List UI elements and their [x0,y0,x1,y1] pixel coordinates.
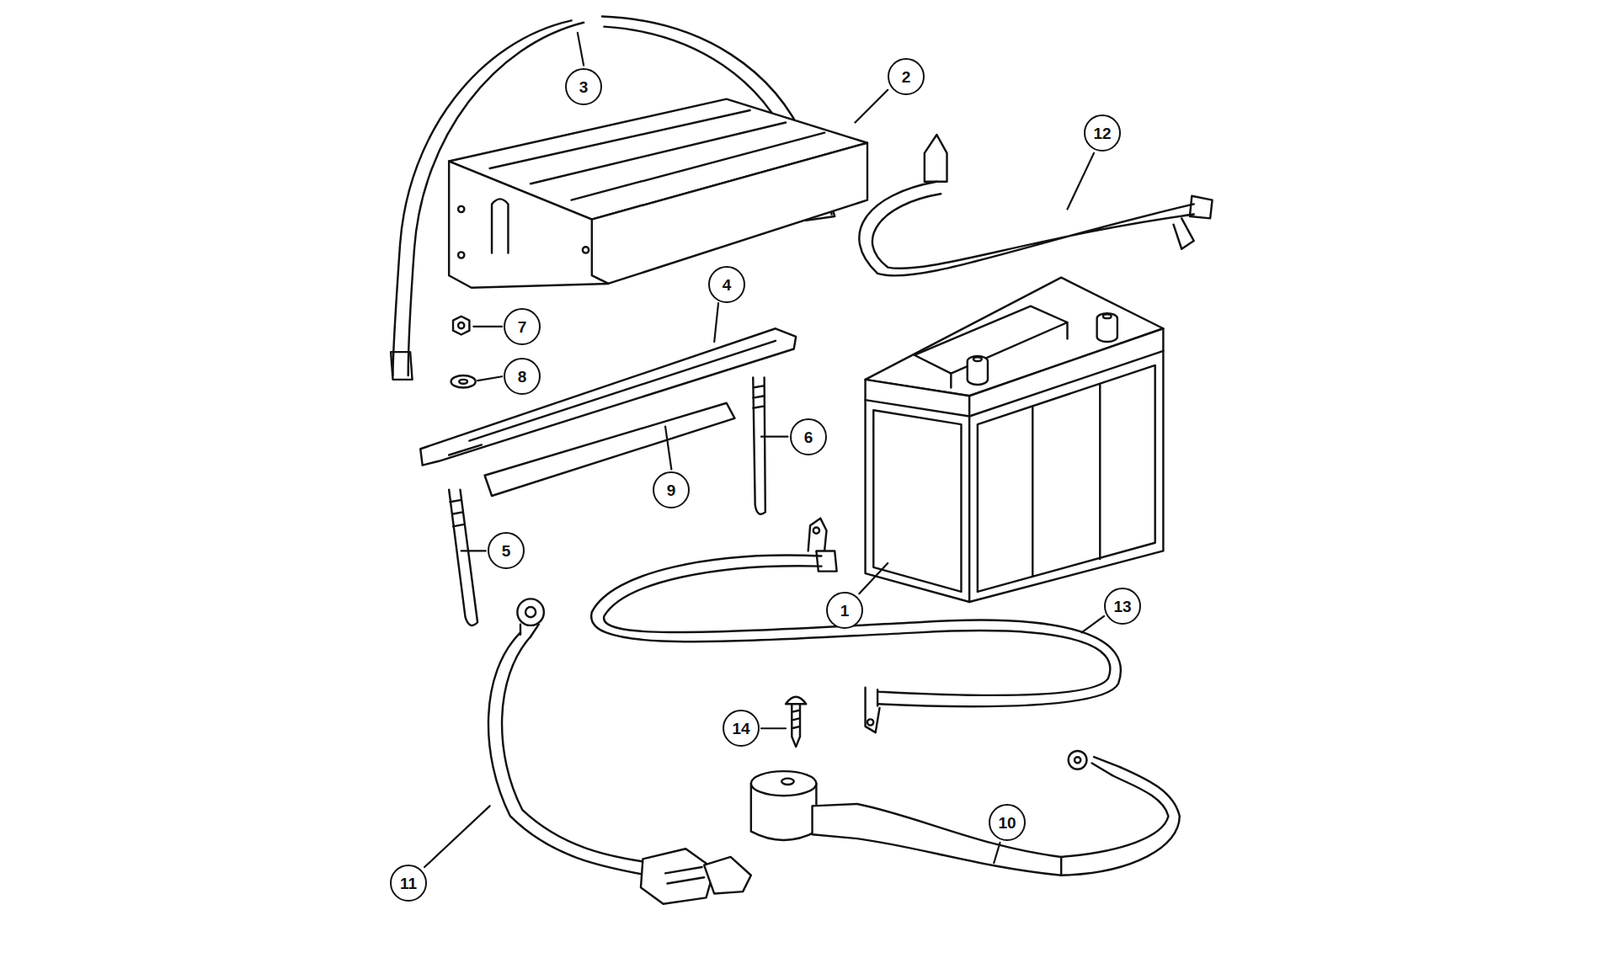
callout-number: 2 [887,58,925,96]
tray-hole [458,251,464,258]
callout-number: 6 [789,418,827,456]
callout-number: 8 [503,357,541,395]
cable [591,555,1121,708]
screw [785,697,806,747]
leader-line [1081,616,1104,633]
callout-number: 7 [503,308,541,346]
leader-line [854,90,888,123]
rod [448,490,478,626]
callout-number: 4 [708,266,746,304]
callout-number: 1 [826,592,864,630]
leader-line [424,805,491,868]
terminal-top [973,357,982,362]
cable-lug [520,624,539,638]
leader-line [761,727,786,730]
lug-hole [1074,757,1081,763]
cable-lug [924,134,948,182]
cable [488,632,654,875]
tray-hole [582,246,589,253]
battery-lid-block [914,306,1068,389]
pad [485,403,736,496]
battery-tray [592,143,868,284]
battery-lid [865,351,1164,417]
leader-line [993,842,1000,864]
lug-hole [867,719,874,726]
leader-line [665,426,672,470]
callout-number: 10 [988,804,1026,842]
battery-clamp [665,867,704,884]
callout-number: 14 [722,709,760,747]
callout-number: 11 [389,864,427,902]
cable-lug [1092,757,1121,776]
lug-hole [813,528,820,534]
tray-rib [490,110,825,201]
leader-line [477,376,502,381]
nut [453,316,470,336]
lug-ring [517,598,544,626]
callout-number: 12 [1083,114,1121,152]
rod [752,377,766,514]
terminal [967,356,988,385]
washer [451,375,476,389]
battery-tray [448,161,608,288]
nut-hole [458,322,464,329]
leader-line [761,436,789,438]
battery [969,328,1163,603]
lug-ring [1068,751,1088,770]
battery-clamp [640,848,715,904]
terminal [1097,313,1118,342]
cable-lug [808,518,838,572]
terminal-top [1103,314,1112,319]
cable-lug [865,688,880,733]
leader-line [577,32,584,66]
tray-hole [458,206,464,213]
leader-line [1066,153,1094,210]
cable [858,181,1194,277]
callout-number: 13 [1104,587,1142,625]
connector-top [751,771,817,796]
washer-hole [458,379,468,384]
strap-end [390,352,412,380]
tray-slot [491,198,508,253]
callout-number: 3 [565,68,603,106]
cable-lug [1173,196,1212,250]
cable [1061,767,1180,875]
leader-line [714,303,719,342]
battery-clamp [704,857,752,895]
lug-hole [525,607,536,618]
callout-number: 9 [652,471,690,509]
battery-cells [977,365,1156,592]
leader-line [473,325,502,328]
leader-line [461,549,486,552]
leader-line [858,563,888,594]
connector-hole [781,778,795,785]
leader-lines [424,32,1104,868]
callout-number: 5 [487,532,525,570]
cable [812,804,1062,876]
